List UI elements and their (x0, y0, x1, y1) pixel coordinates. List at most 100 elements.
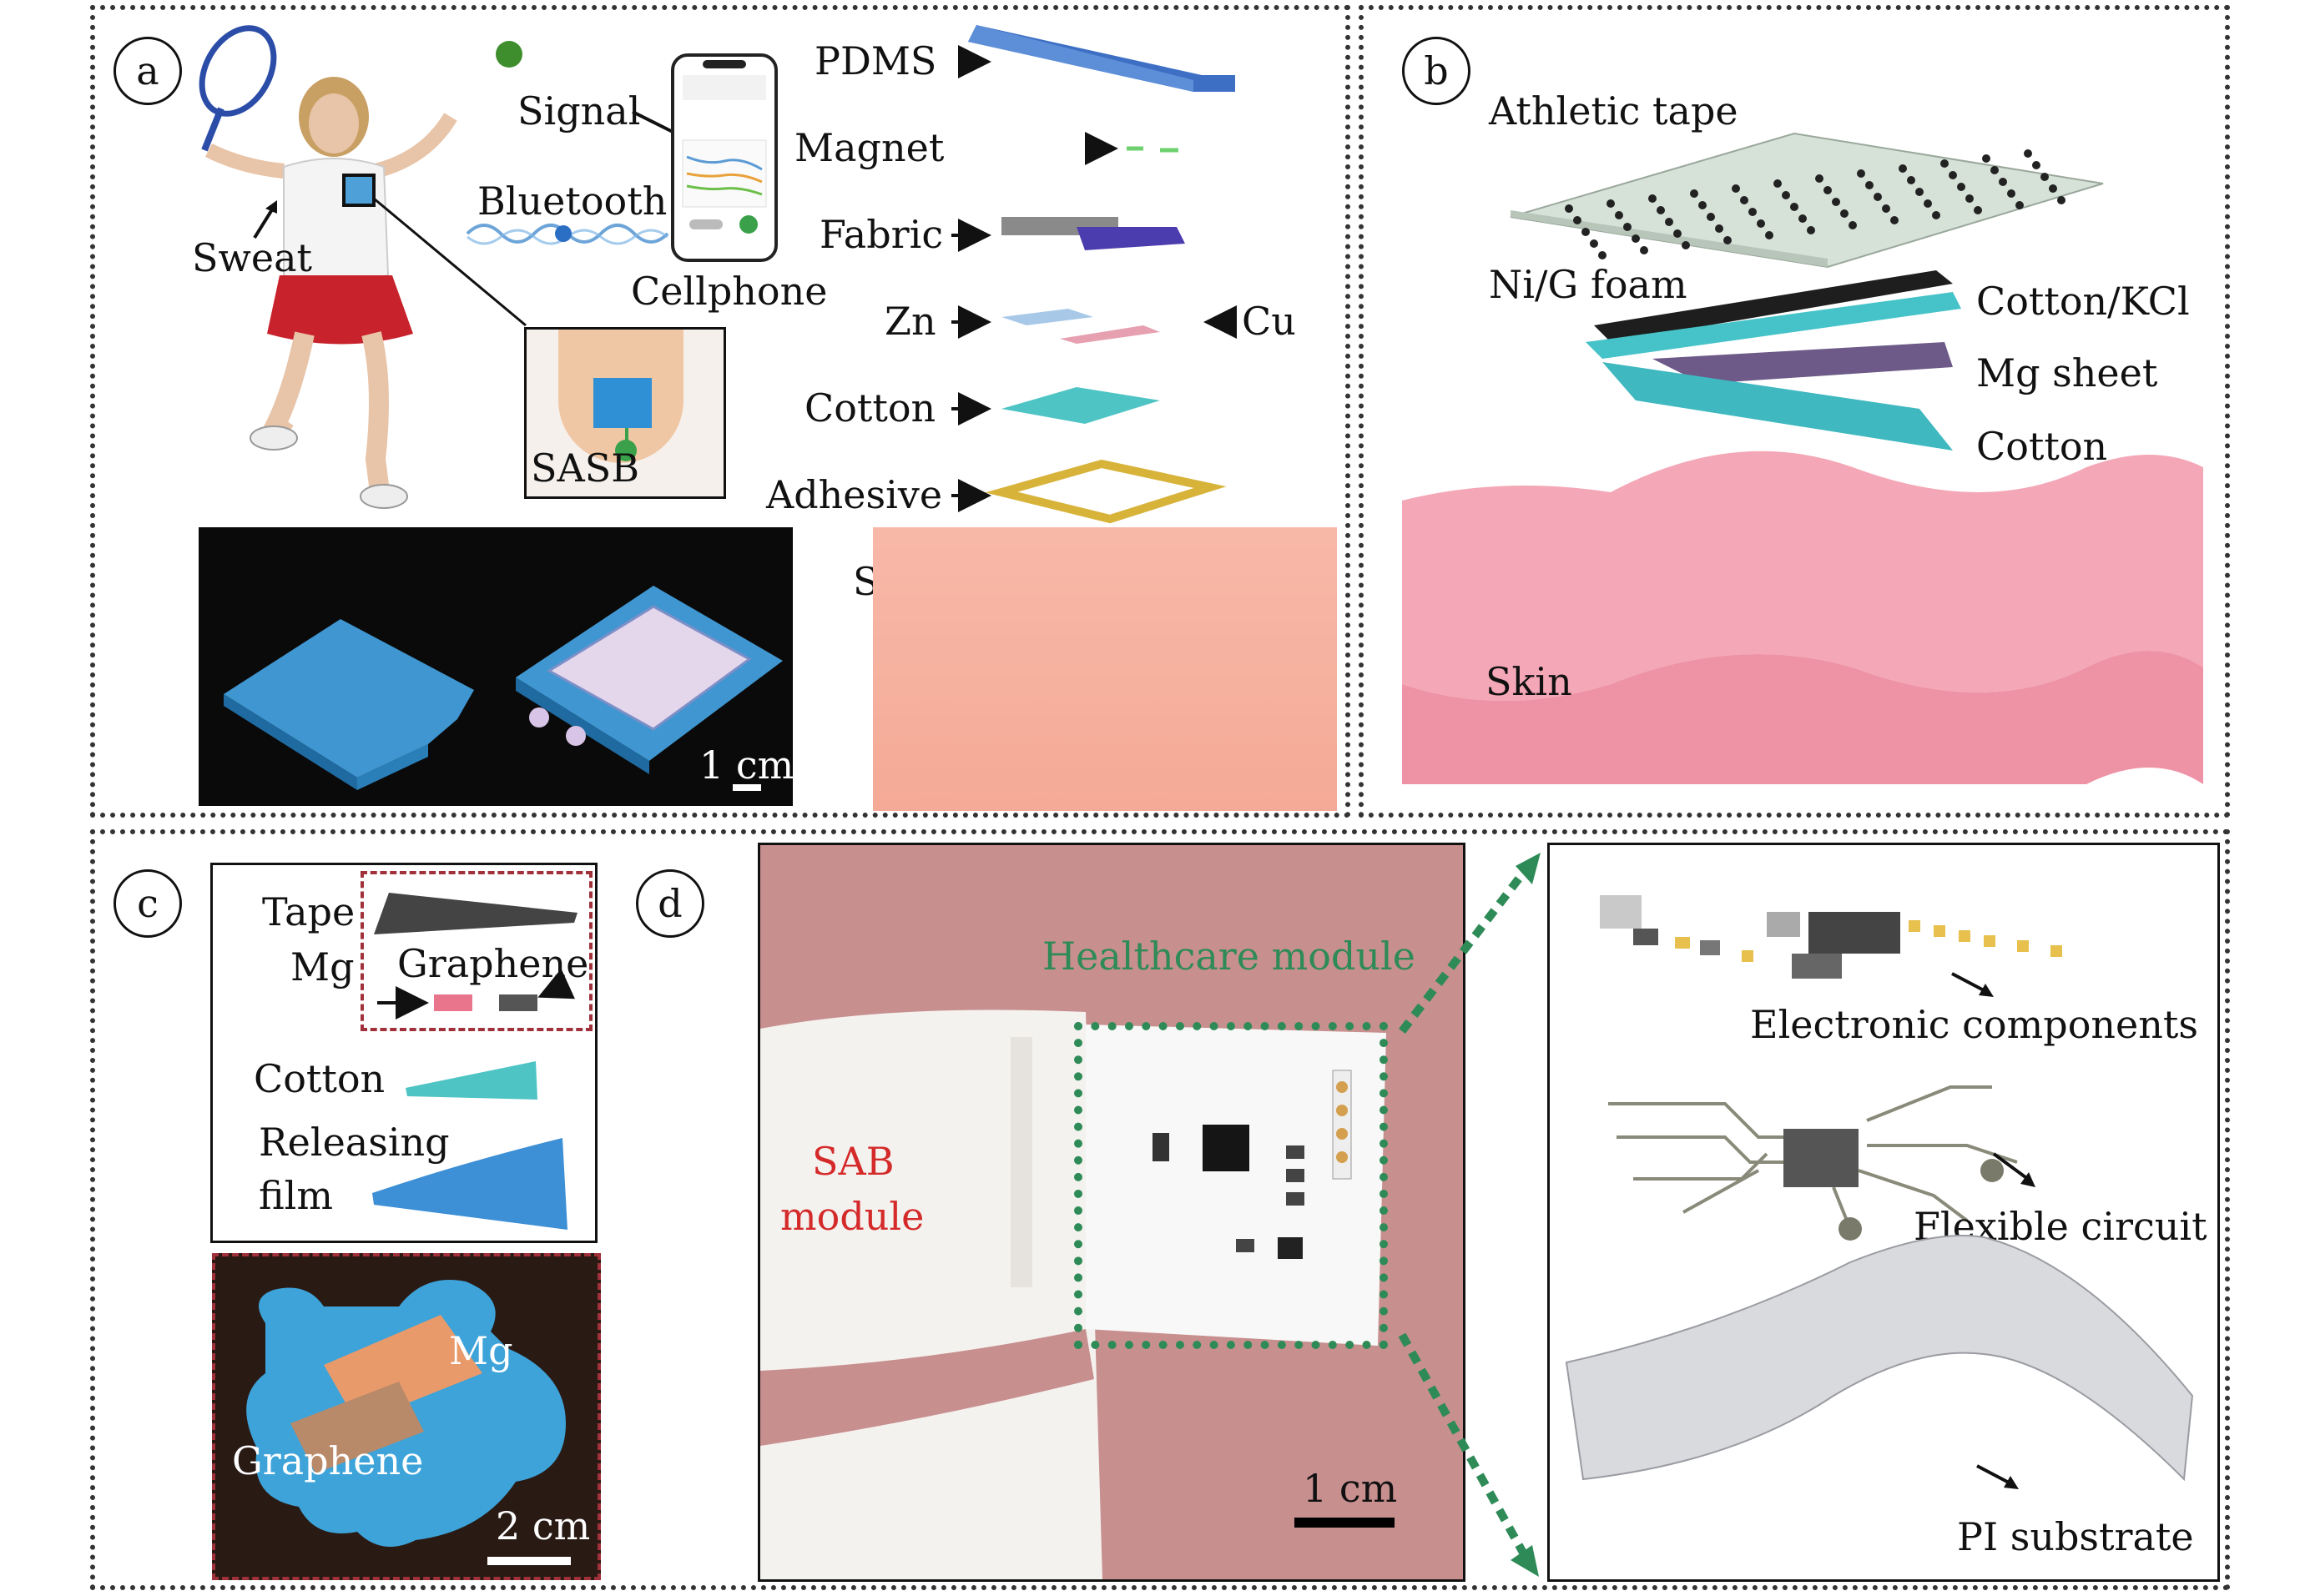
cotton-layer-c (406, 1061, 537, 1100)
perforation-dot (2040, 173, 2049, 181)
perforation-dot (2007, 189, 2015, 198)
athletic-tape-layer (1510, 132, 2104, 269)
perforation-dot (1874, 193, 1882, 201)
cellphone-icon (671, 53, 778, 262)
label-bluetooth: Bluetooth (477, 179, 668, 224)
tape-layer-c (374, 893, 578, 934)
tennis-player-illustration (199, 25, 522, 509)
perforation-dot (2024, 149, 2032, 158)
perforation-dot (1790, 203, 1798, 211)
layer-stack-a (951, 25, 1237, 599)
perforation-dot (1832, 198, 1840, 206)
perforation-dot (1573, 216, 1581, 224)
label-pdms: PDMS (815, 38, 937, 83)
label-skin-b: Skin (1485, 659, 1572, 704)
perforation-dot (1823, 186, 1832, 194)
perforation-dot (1857, 169, 1865, 178)
label-healthcare-module: Healthcare module (1042, 934, 1415, 979)
cotton-layer-b (1602, 362, 1953, 451)
panel-b-border (1359, 5, 2230, 818)
perforation-dot (1690, 189, 1698, 198)
perforation-dot (1615, 211, 1623, 219)
panel-c-dashed-box (361, 871, 593, 1031)
photo-c-graphene-label: Graphene (232, 1438, 424, 1483)
label-pi-substrate: PI substrate (1957, 1514, 2194, 1559)
arrow-pi-substrate (1976, 1464, 2019, 1489)
perforation-dot (1723, 236, 1732, 244)
patch-photo-c: Mg Graphene 2 cm (212, 1253, 601, 1580)
photo-a-scale-label: 1 cm (699, 743, 793, 788)
perforation-dot (1673, 229, 1682, 238)
tape-perforation-dots (1565, 149, 2065, 259)
perforation-dot (1590, 239, 1598, 248)
label-sweat: Sweat (192, 235, 313, 280)
pi-substrate-render (1565, 1235, 2194, 1482)
panel-b-label: b (1402, 37, 1470, 105)
perforation-dot (1807, 226, 1815, 234)
label-mg-sheet: Mg sheet (1976, 350, 2158, 395)
perforation-dot (1882, 204, 1890, 213)
label-film: film (259, 1173, 334, 1218)
skin-block-a (873, 527, 1337, 811)
label-sab: SAB (812, 1139, 895, 1184)
arrow-flexible-circuit (1992, 1152, 2035, 1187)
cotton-kcl-layer (1586, 292, 1961, 359)
skin-block-b (1402, 451, 2203, 784)
perforation-dot (1773, 179, 1782, 188)
perforation-dot (1648, 194, 1657, 203)
perforation-dot (1974, 206, 1982, 214)
perforation-dot (1757, 219, 1765, 228)
healthcare-module-photo: Healthcare module SAB module 1 cm (758, 843, 1465, 1582)
zoom-connector-arrows (1398, 853, 1541, 1577)
patch-render (246, 1280, 571, 1565)
label-electronic-components: Electronic components (1750, 1002, 2198, 1047)
label-cu: Cu (1242, 299, 1296, 344)
exploded-view-box: Electronic components Flexible circuit P… (1547, 843, 2220, 1582)
perforation-dot (1965, 194, 1974, 203)
label-sasb: SASB (531, 446, 640, 491)
electronic-components-render (1600, 895, 2062, 979)
perforation-dot (1840, 209, 1849, 218)
photo-c-scale-label: 2 cm (496, 1503, 591, 1548)
perforation-dot (1924, 199, 1932, 208)
photo-d-scale-label: 1 cm (1303, 1466, 1398, 1511)
perforation-dot (1707, 213, 1715, 221)
arrow-sweat (253, 200, 277, 239)
layer-stack-c (372, 893, 578, 1230)
perforation-dot (1623, 223, 1632, 231)
perforation-dot (1999, 178, 2007, 186)
label-cellphone: Cellphone (631, 269, 828, 314)
perforation-dot (1990, 166, 1999, 174)
perforation-dot (1732, 184, 1740, 193)
label-nig-foam: Ni/G foam (1489, 262, 1687, 307)
arrow-electronic-components (1951, 972, 1994, 997)
perforation-dot (1982, 154, 1990, 163)
zoom-callout-lines (373, 197, 527, 327)
mg-sheet-layer (1652, 342, 1953, 384)
perforation-dot (1581, 228, 1590, 236)
label-tape-c: Tape (262, 889, 356, 934)
perforation-dot (1798, 214, 1807, 223)
panel-cd-border (90, 829, 2230, 1590)
flexible-circuit-render (1608, 1085, 2018, 1241)
perforation-dot (2057, 196, 2065, 204)
perforation-dot (2032, 161, 2040, 169)
label-zn: Zn (885, 299, 936, 344)
label-athletic-tape: Athletic tape (1489, 88, 1738, 133)
perforation-dot (1698, 201, 1707, 209)
label-releasing: Releasing (259, 1120, 450, 1165)
label-module: module (780, 1194, 925, 1239)
bluetooth-wave-icon (466, 224, 669, 245)
cu-layer (1060, 325, 1160, 344)
sasb-device-render (224, 586, 783, 791)
panel-d-label: d (636, 869, 704, 938)
photo-c-mg-label: Mg (449, 1328, 513, 1373)
perforation-dot (1715, 224, 1723, 233)
perforation-dot (2015, 201, 2024, 209)
perforation-dot (1740, 196, 1748, 204)
perforation-dot (1657, 206, 1665, 214)
label-fabric: Fabric (820, 212, 944, 257)
perforation-dot (1640, 246, 1648, 254)
perforation-dot (1765, 231, 1773, 239)
zn-layer (1001, 309, 1093, 325)
